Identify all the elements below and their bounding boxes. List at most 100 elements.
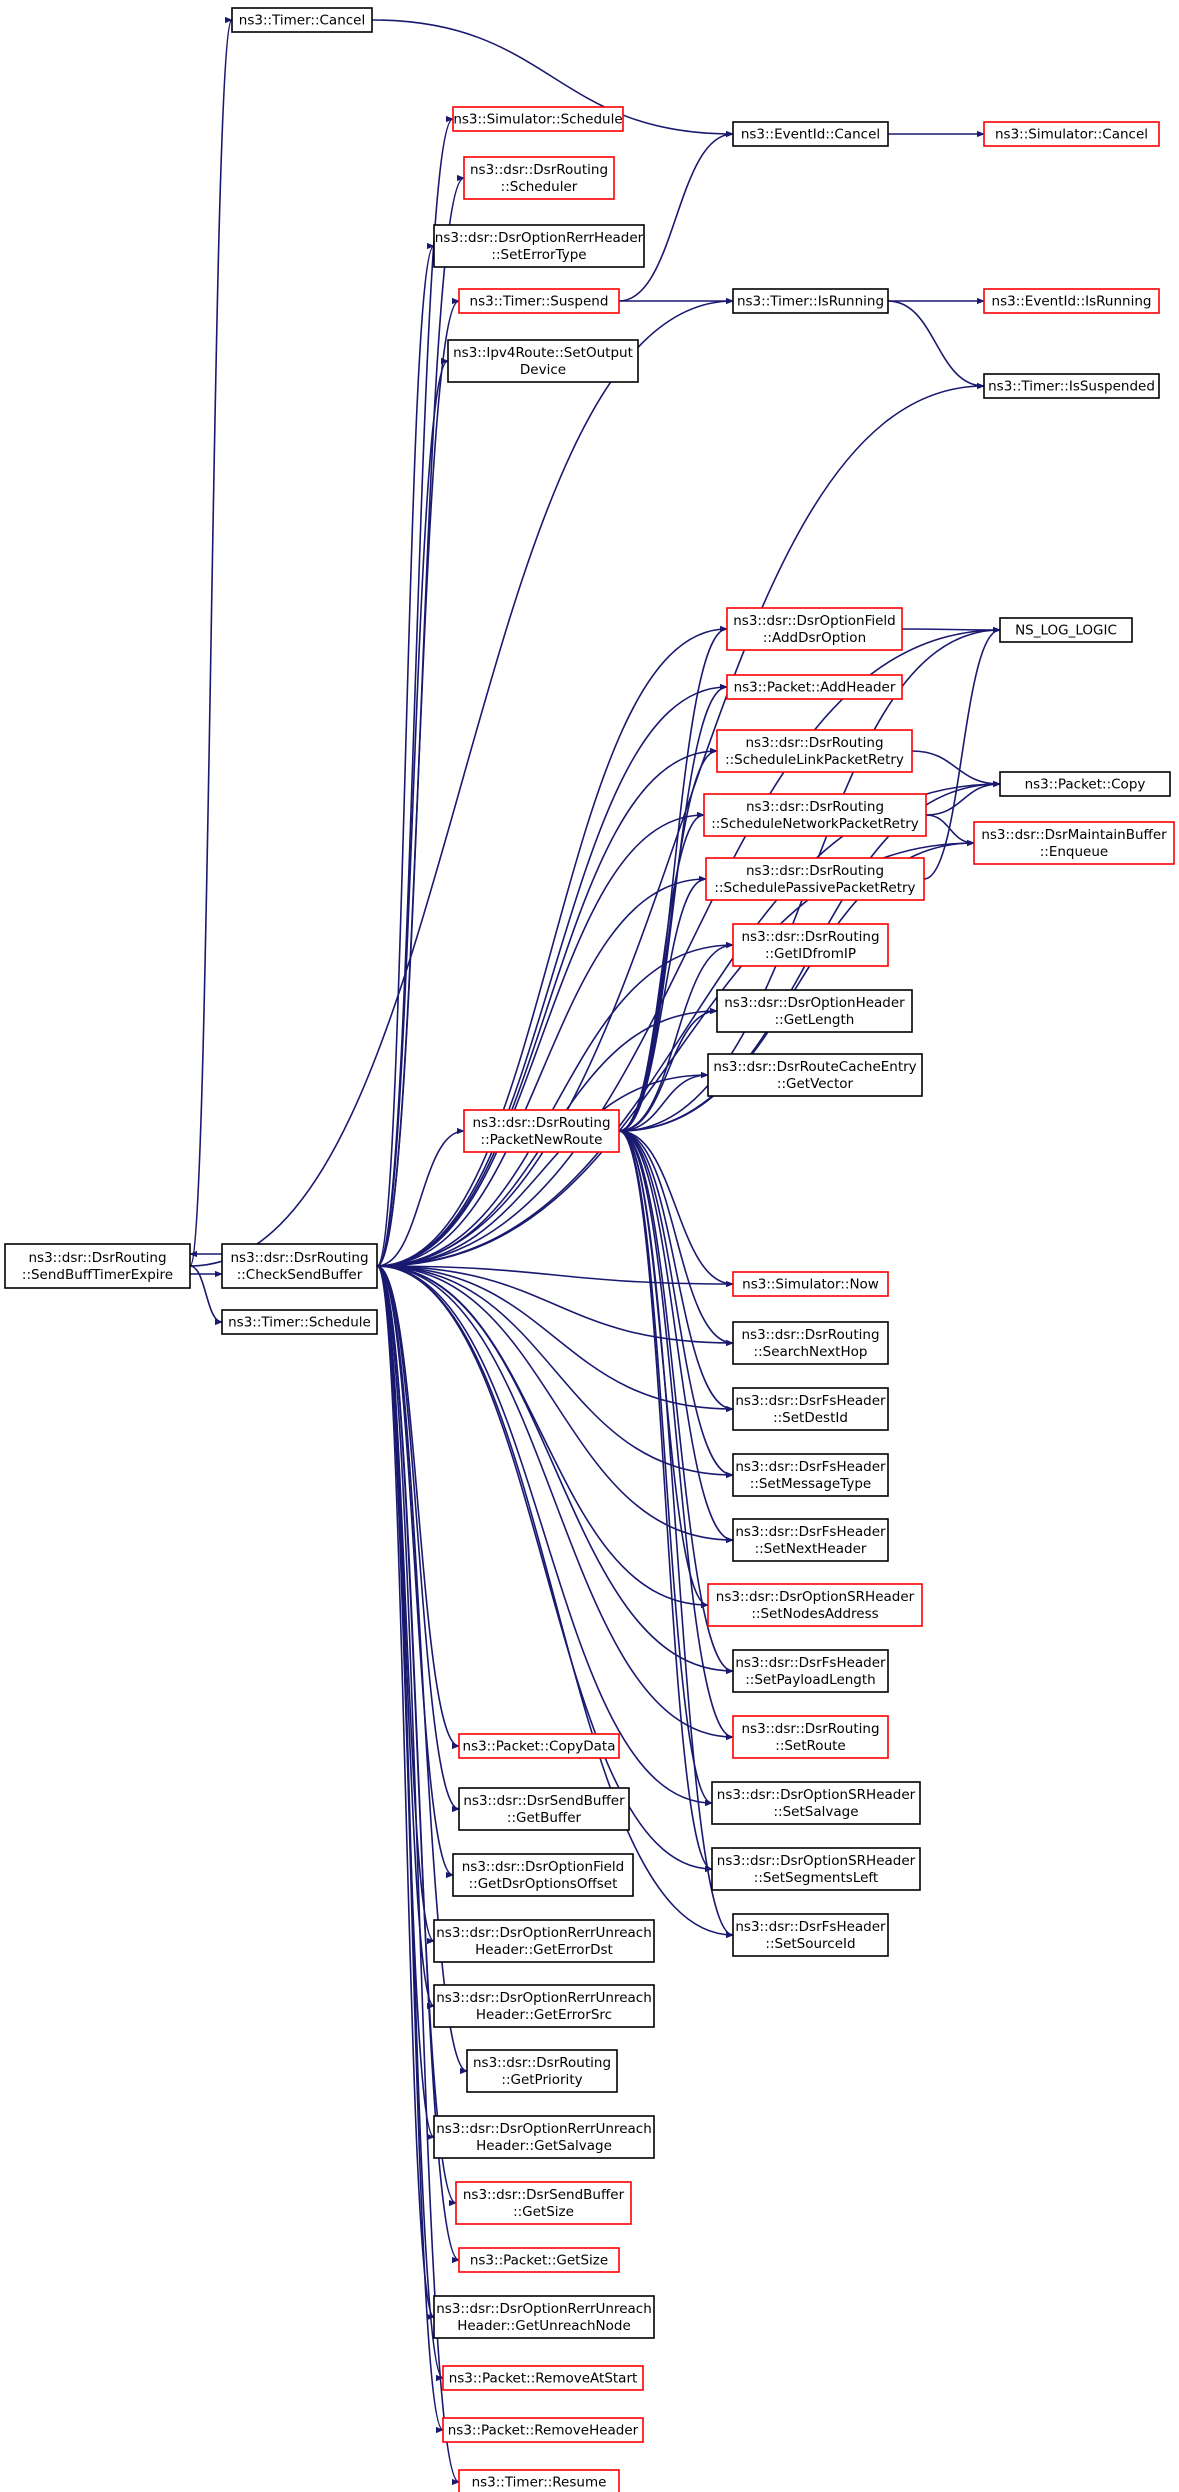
node-label: ns3::Packet::RemoveAtStart (449, 2371, 638, 2387)
node-setsalvage[interactable]: ns3::dsr::DsrOptionSRHeader::SetSalvage (711, 1781, 921, 1825)
edge-checksend-to-adddsroption (376, 625, 728, 1267)
node-label: ::SetPayloadLength (745, 1672, 875, 1688)
node-timersuspend[interactable]: ns3::Timer::Suspend (458, 288, 620, 314)
node-simschedule[interactable]: ns3::Simulator::Schedule (452, 106, 624, 132)
node-schedlink[interactable]: ns3::dsr::DsrRouting::ScheduleLinkPacket… (716, 729, 913, 773)
node-box (458, 288, 620, 314)
node-label: ::PacketNewRoute (481, 1132, 603, 1148)
node-label: ns3::dsr::DsrRouting (470, 162, 608, 178)
node-box (707, 1583, 923, 1627)
node-sbgetsize[interactable]: ns3::dsr::DsrSendBuffer::GetSize (455, 2181, 632, 2225)
edge-checksend-to-pktgetsize (376, 1265, 460, 2264)
node-setdestid[interactable]: ns3::dsr::DsrFsHeader::SetDestId (732, 1387, 889, 1431)
node-label: ns3::dsr::DsrFsHeader (735, 1524, 886, 1540)
node-packetcopy[interactable]: ns3::Packet::Copy (999, 771, 1171, 797)
node-copydata[interactable]: ns3::Packet::CopyData (458, 1733, 620, 1759)
node-getlength[interactable]: ns3::dsr::DsrOptionHeader::GetLength (716, 989, 913, 1033)
node-label: ns3::Packet::Copy (1025, 777, 1146, 793)
node-setnexthdr[interactable]: ns3::dsr::DsrFsHeader::SetNextHeader (732, 1518, 889, 1562)
node-setroute[interactable]: ns3::dsr::DsrRouting::SetRoute (732, 1715, 889, 1759)
node-setpaylen[interactable]: ns3::dsr::DsrFsHeader::SetPayloadLength (732, 1649, 889, 1693)
node-simnow[interactable]: ns3::Simulator::Now (732, 1271, 889, 1297)
node-removeheader[interactable]: ns3::Packet::RemoveHeader (442, 2417, 644, 2443)
node-setmsgtype[interactable]: ns3::dsr::DsrFsHeader::SetMessageType (732, 1453, 889, 1497)
node-getunreach[interactable]: ns3::dsr::DsrOptionRerrUnreachHeader::Ge… (433, 2295, 655, 2339)
node-label: ::Scheduler (501, 179, 578, 195)
node-issuspended[interactable]: ns3::Timer::IsSuspended (983, 373, 1160, 399)
node-schednet[interactable]: ns3::dsr::DsrRouting::ScheduleNetworkPac… (703, 793, 927, 837)
node-label: ::SetSourceId (765, 1936, 855, 1952)
node-timersched[interactable]: ns3::Timer::Schedule (221, 1309, 378, 1335)
node-checksend[interactable]: ns3::dsr::DsrRouting::CheckSendBuffer (221, 1243, 378, 1289)
edge-checksend-to-issuspended (376, 382, 985, 1267)
edge-checksend-to-getvector (376, 1071, 709, 1267)
node-addheader[interactable]: ns3::Packet::AddHeader (726, 674, 903, 700)
node-label: ns3::Simulator::Cancel (995, 127, 1148, 143)
node-removeatstart[interactable]: ns3::Packet::RemoveAtStart (442, 2365, 644, 2391)
node-timerresume[interactable]: ns3::Timer::Resume (458, 2469, 620, 2492)
edge-packetnewroute-to-schednet (618, 811, 705, 1132)
node-getbuffer[interactable]: ns3::dsr::DsrSendBuffer::GetBuffer (458, 1787, 630, 1831)
node-box (716, 989, 913, 1033)
edge-schedpass-to-nslog (923, 626, 1001, 880)
node-setsegleft[interactable]: ns3::dsr::DsrOptionSRHeader::SetSegments… (711, 1847, 921, 1891)
node-getdsroptoff[interactable]: ns3::dsr::DsrOptionField::GetDsrOptionsO… (452, 1853, 634, 1897)
node-enqueue[interactable]: ns3::dsr::DsrMaintainBuffer::Enqueue (973, 821, 1175, 865)
node-schedpass[interactable]: ns3::dsr::DsrRouting::SchedulePassivePac… (705, 857, 925, 901)
node-label: ::SchedulePassivePacketRetry (714, 880, 915, 896)
node-box (732, 1387, 889, 1431)
node-label: ns3::dsr::DsrRouting (745, 735, 883, 751)
node-box (447, 339, 639, 383)
node-label: ns3::dsr::DsrRouting (741, 929, 879, 945)
node-geterrdst[interactable]: ns3::dsr::DsrOptionRerrUnreachHeader::Ge… (433, 1919, 655, 1963)
edge-checksend-to-setpaylen (376, 1265, 734, 1675)
node-searchnexthop[interactable]: ns3::dsr::DsrRouting::SearchNextHop (732, 1321, 889, 1365)
node-isrunning[interactable]: ns3::Timer::IsRunning (732, 288, 889, 314)
node-label: ns3::dsr::DsrMaintainBuffer (981, 827, 1167, 843)
node-getpriority[interactable]: ns3::dsr::DsrRouting::GetPriority (466, 2049, 618, 2093)
node-eventcancel[interactable]: ns3::EventId::Cancel (732, 121, 889, 147)
node-geterrsrc[interactable]: ns3::dsr::DsrOptionRerrUnreachHeader::Ge… (433, 1984, 655, 2028)
node-label: ns3::dsr::DsrRouting (741, 1327, 879, 1343)
node-setsourceid[interactable]: ns3::dsr::DsrFsHeader::SetSourceId (732, 1913, 889, 1957)
edge-root-to-timercancel (189, 17, 233, 1267)
node-box (732, 1913, 889, 1957)
node-box (732, 1649, 889, 1693)
node-label: ns3::Packet::GetSize (470, 2253, 608, 2269)
node-box (732, 1715, 889, 1759)
node-setnodesaddr[interactable]: ns3::dsr::DsrOptionSRHeader::SetNodesAdd… (707, 1583, 923, 1627)
node-packetnewroute[interactable]: ns3::dsr::DsrRouting::PacketNewRoute (463, 1109, 620, 1153)
node-getsalvage[interactable]: ns3::dsr::DsrOptionRerrUnreachHeader::Ge… (433, 2115, 655, 2159)
node-timercancel[interactable]: ns3::Timer::Cancel (231, 7, 373, 33)
node-simcancel[interactable]: ns3::Simulator::Cancel (983, 121, 1160, 147)
node-box (732, 1453, 889, 1497)
edge-packetnewroute-to-schedpass (618, 875, 707, 1132)
node-pktgetsize[interactable]: ns3::Packet::GetSize (458, 2247, 620, 2273)
edge-checksend-to-setsalvage (376, 1265, 713, 1807)
node-adddsroption[interactable]: ns3::dsr::DsrOptionField::AddDsrOption (726, 607, 903, 651)
node-getvector[interactable]: ns3::dsr::DsrRouteCacheEntry::GetVector (707, 1053, 923, 1097)
node-label: ns3::EventId::Cancel (741, 127, 880, 143)
node-label: ::GetBuffer (507, 1810, 582, 1826)
node-box (458, 1733, 620, 1759)
edge-checksend-to-setroute (376, 1265, 734, 1741)
node-label: ns3::Timer::IsSuspended (988, 379, 1155, 395)
node-root[interactable]: ns3::dsr::DsrRouting::SendBuffTimerExpir… (4, 1243, 191, 1289)
edge-packetnewroute-to-setsalvage (618, 1130, 713, 1807)
node-getidfromip[interactable]: ns3::dsr::DsrRouting::GetIDfromIP (732, 923, 889, 967)
node-scheduler[interactable]: ns3::dsr::DsrRouting::Scheduler (463, 156, 615, 200)
node-box (707, 1053, 923, 1097)
node-label: ::SetNodesAddress (751, 1606, 878, 1622)
node-label: ns3::dsr::DsrOptionRerrUnreach (436, 1990, 652, 2006)
node-box (999, 617, 1133, 643)
node-label: Header::GetErrorSrc (476, 2007, 612, 2023)
edge-checksend-to-setnexthdr (376, 1265, 734, 1544)
node-seterrortype[interactable]: ns3::dsr::DsrOptionRerrHeader::SetErrorT… (433, 224, 645, 268)
node-nslog[interactable]: NS_LOG_LOGIC (999, 617, 1133, 643)
node-evisrunning[interactable]: ns3::EventId::IsRunning (983, 288, 1160, 314)
node-label: ns3::Packet::RemoveHeader (448, 2423, 639, 2439)
edge-timersuspend-to-eventcancel (618, 130, 734, 302)
node-label: ::GetDsrOptionsOffset (469, 1876, 618, 1892)
node-label: ns3::Ipv4Route::SetOutput (453, 345, 633, 361)
